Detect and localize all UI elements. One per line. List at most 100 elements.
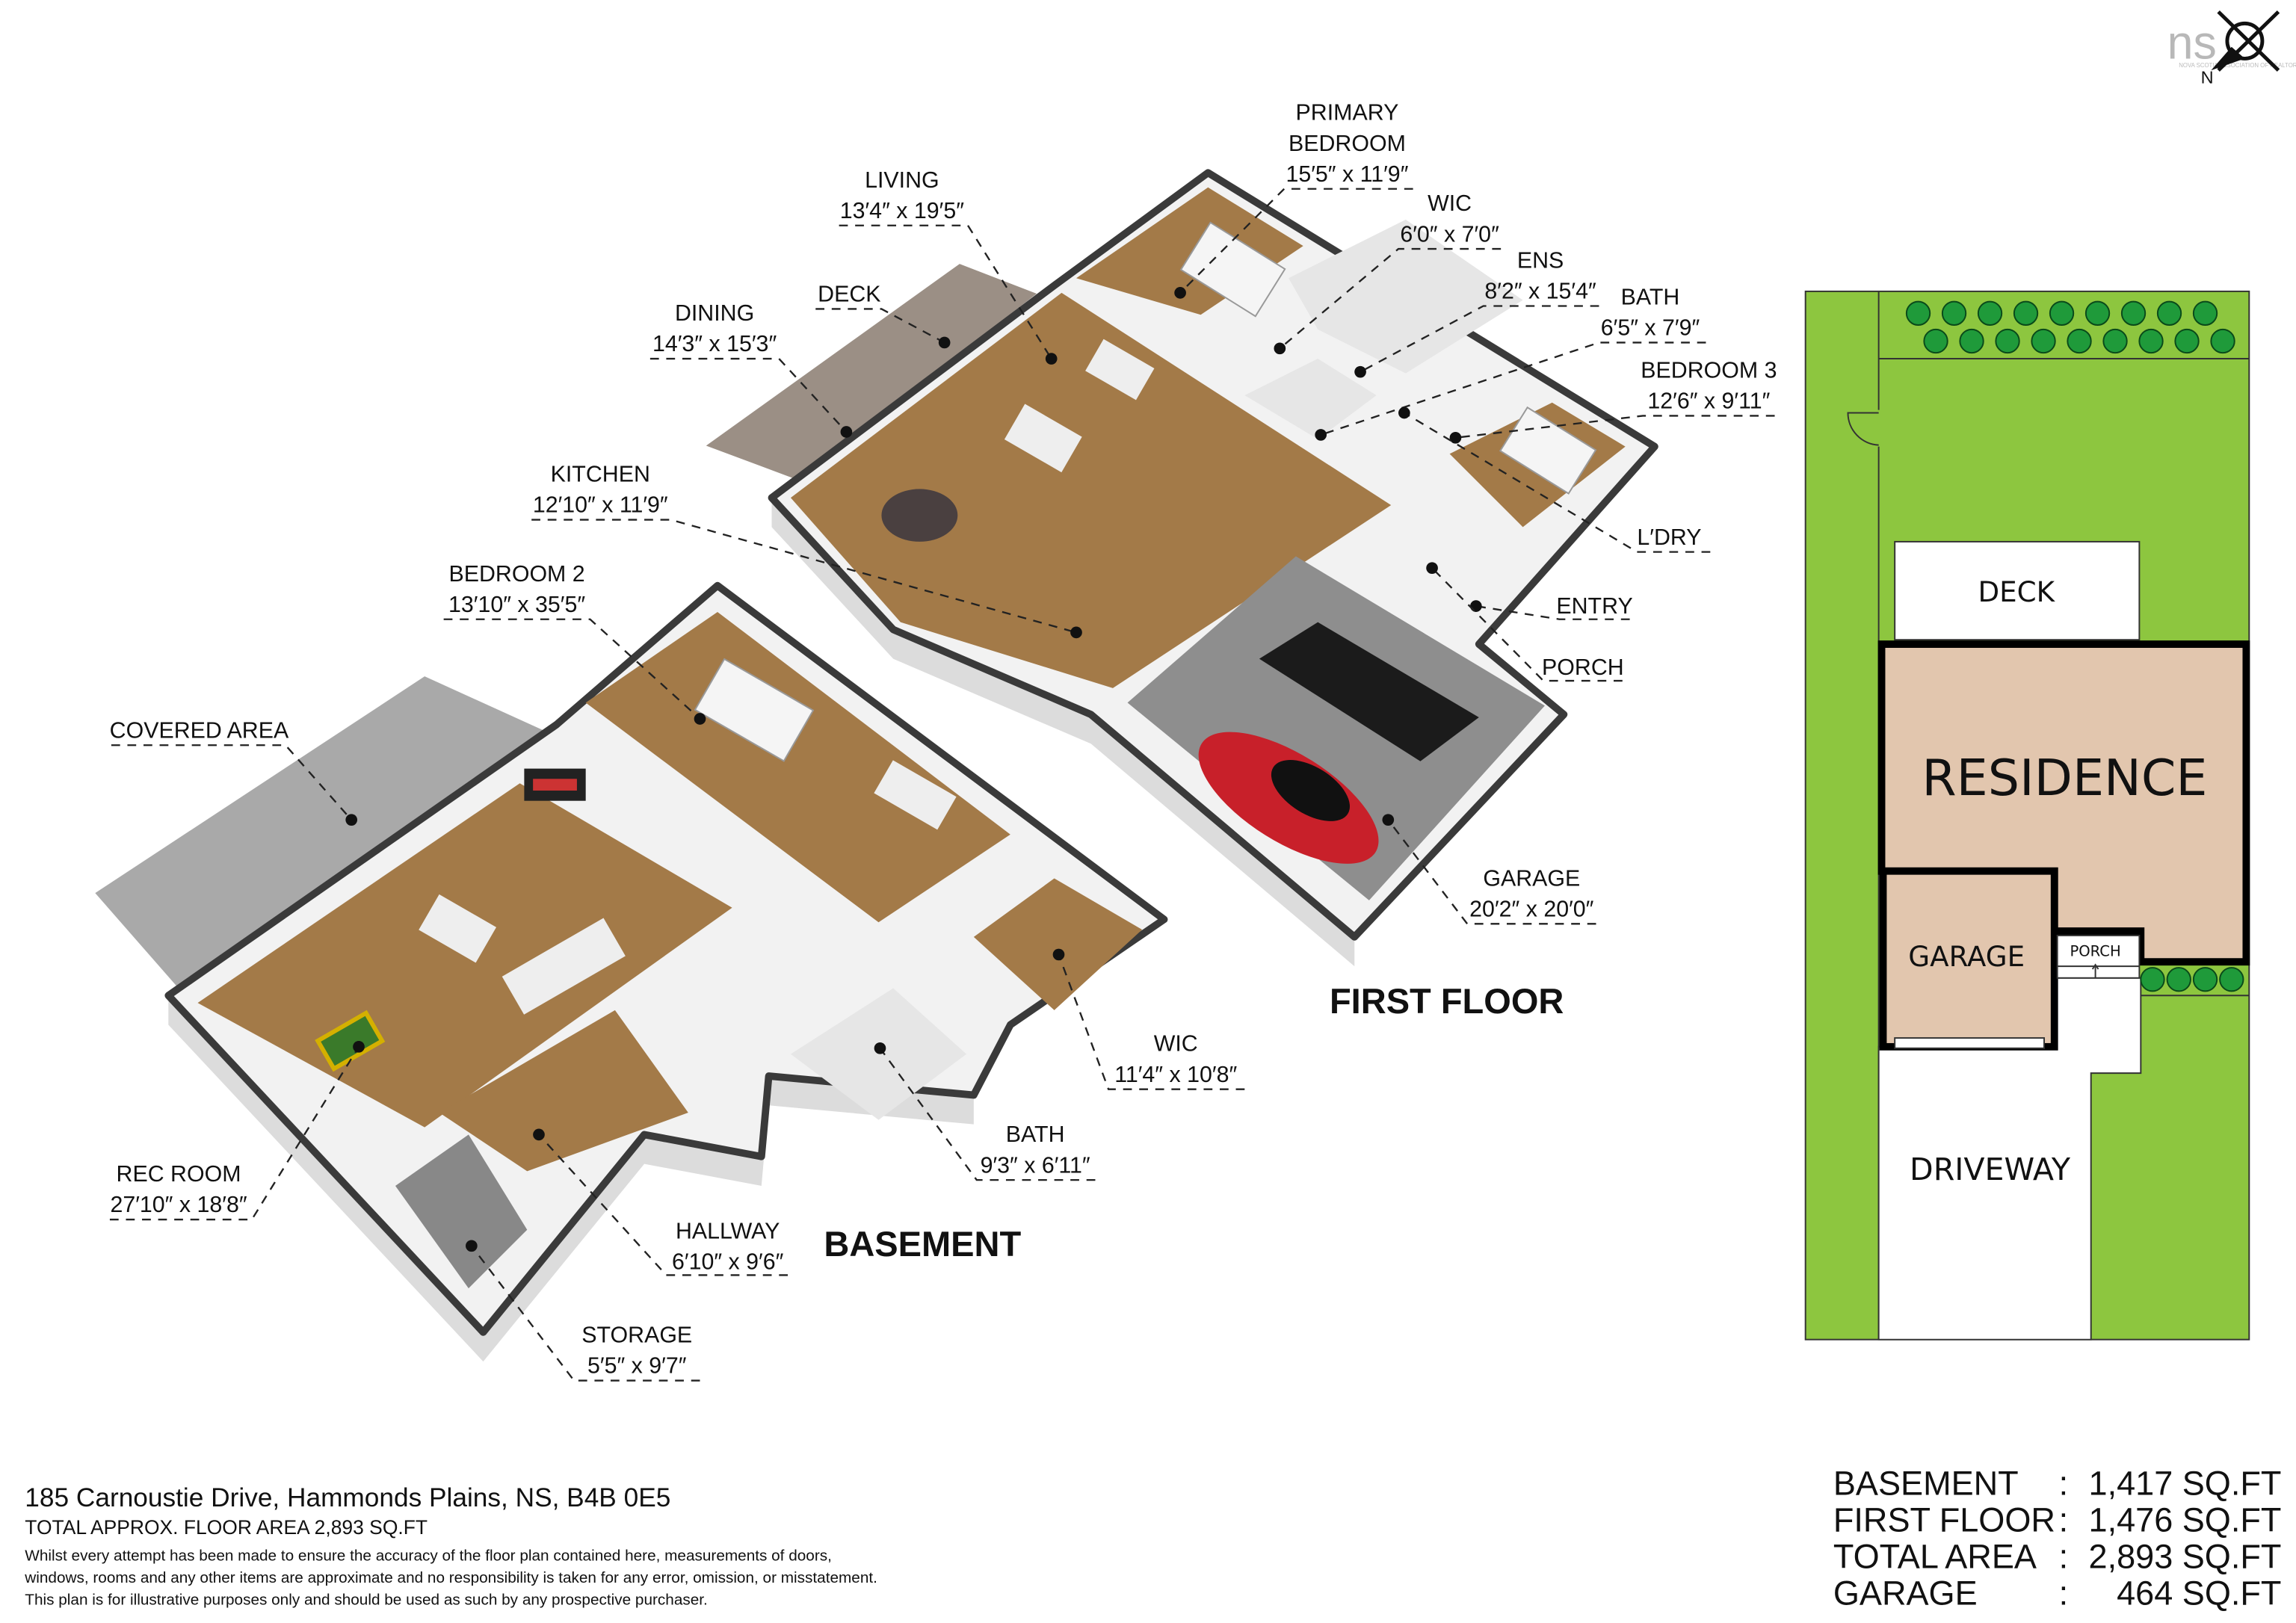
room-name: REC ROOM [117,1162,241,1187]
room-name: ENS [1517,249,1564,273]
bed-icon [694,658,815,762]
room-label-deck: DECK [815,282,951,349]
room-label-basement-wic: WIC 11′4″ x 10′8″ [1052,948,1245,1090]
room-dimensions: 6′10″ x 9′6″ [672,1250,784,1275]
room-name: STORAGE [581,1323,692,1348]
room-dimensions: 5′5″ x 9′7″ [587,1354,687,1379]
tree-icon [2031,328,2056,354]
area-separator: : [2059,1464,2069,1502]
room-name: GARAGE [1483,866,1580,891]
room-name: DECK [818,282,880,307]
site-deck [1894,540,2141,641]
area-label: GARAGE [1833,1574,1978,1612]
tree-icon [1959,328,1984,354]
room-dimensions: 8′2″ x 15′4″ [1484,279,1596,304]
area-separator: : [2059,1500,2069,1539]
area-label: BASEMENT [1833,1464,2019,1502]
room-name: PRIMARY [1296,101,1399,126]
covered-area [95,676,554,1010]
foosball-table-icon [315,1010,386,1072]
room-name: DINING [675,301,754,326]
footer: 185 Carnoustie Drive, Hammonds Plains, N… [24,1483,877,1608]
room-label-living: LIVING 13′4″ x 19′5″ [839,168,1058,365]
tree-icon [2210,328,2235,354]
room-dimensions: 12′6″ x 9′11″ [1647,389,1770,414]
arrow-up-icon [2091,963,2099,978]
room-name: BEDROOM 2 [448,562,584,587]
tree-icon [2013,300,2039,326]
bed-icon [1179,221,1597,495]
area-value: 464 SQ.FT [2117,1574,2281,1612]
room-name: WIC [1428,191,1472,216]
area-separator: : [2059,1537,2069,1575]
room-dimensions: 27′10″ x 18′8″ [110,1193,247,1217]
tree-icon [2174,328,2200,354]
sofa-icon [419,760,957,1015]
room-name: KITCHEN [551,463,650,487]
room-name: WIC [1154,1032,1198,1057]
site-porch [2056,934,2141,979]
tree-row [2140,967,2244,992]
dining-table-icon [881,489,958,542]
tree-icon [2102,328,2128,354]
room-name: BATH [1006,1122,1065,1147]
tree-icon [2156,300,2182,326]
room-label-basement-bath: BATH 9′3″ x 6′11″ [874,1042,1096,1181]
first-floor-plan [694,169,1658,967]
tree-icon [2120,300,2147,326]
room-name: ENTRY [1556,594,1632,619]
area-label: FIRST FLOOR [1833,1500,2055,1539]
site-plan: DECK RESIDENCE GARAGE PORCH DRIVEWAY [1804,290,2250,1341]
tree-icon [2166,967,2191,992]
room-label-ens: ENS 8′2″ x 15′4″ [1354,249,1599,378]
fireplace-icon [524,768,586,801]
site-residence-label: RESIDENCE [1922,749,2207,807]
disclaimer-line: windows, rooms and any other items are a… [24,1569,877,1586]
room-dimensions: 20′2″ x 20′0″ [1469,897,1593,921]
tree-icon [2192,967,2218,992]
logo-subtext: NOVA SCOTIA ASSOCIATION OF REALTORS [2179,62,2296,69]
room-name: HALLWAY [676,1219,780,1243]
tree-icon [1923,328,1948,354]
site-garage-label: GARAGE [1908,940,2025,973]
room-name: LIVING [865,168,939,193]
logo-text: ns [2167,16,2217,69]
area-row: GARAGE : 464 SQ.FT [1833,1574,2282,1612]
room-dimensions: 6′0″ x 7′0″ [1400,222,1499,247]
room-name: BEDROOM [1289,132,1406,156]
car-black-icon [1259,622,1479,761]
north-compass-icon: N [2201,10,2280,87]
car-red-icon [1198,732,1379,864]
room-label-dining: DINING 14′3″ x 15′3″ [649,301,853,438]
total-floor-area: TOTAL APPROX. FLOOR AREA 2,893 SQ.FT [25,1516,428,1539]
disclaimer-line: Whilst every attempt has been made to en… [25,1548,832,1565]
tree-icon [2049,300,2075,326]
room-dimensions: 14′3″ x 15′3″ [652,332,777,356]
tree-icon [2140,967,2165,992]
room-label-covered-area: COVERED AREA [110,718,358,826]
room-label-primary-bedroom: PRIMARY BEDROOM 15′5″ x 11′9″ [1174,101,1413,299]
gate-icon [1847,412,1879,446]
room-label-wic: WIC 6′0″ x 7′0″ [1274,191,1502,355]
area-summary: BASEMENT : 1,417 SQ.FT FIRST FLOOR : 1,4… [1833,1464,2282,1612]
tree-icon [2192,300,2218,326]
tree-icon [1941,300,1967,326]
first-floor-title: FIRST FLOOR [1330,981,1564,1021]
area-row: TOTAL AREA : 2,893 SQ.FT [1833,1537,2282,1575]
realtor-logo: ns NOVA SCOTIA ASSOCIATION OF REALTORS [2167,16,2296,69]
room-dimensions: 6′5″ x 7′9″ [1601,316,1700,341]
room-name: L′DRY [1637,525,1701,550]
area-label: TOTAL AREA [1833,1537,2037,1575]
area-row: BASEMENT : 1,417 SQ.FT [1833,1464,2282,1502]
room-label-laundry: L′DRY [1398,406,1711,553]
room-label-rec-room: REC ROOM 27′10″ x 18′8″ [109,1041,365,1221]
area-row: FIRST FLOOR : 1,476 SQ.FT [1833,1500,2282,1539]
area-value: 1,417 SQ.FT [2089,1464,2282,1502]
room-label-storage: STORAGE 5′5″ x 9′7″ [466,1240,700,1382]
tree-icon [1905,300,1931,326]
tree-icon [2067,328,2092,354]
room-dimensions: 13′4″ x 19′5″ [840,199,964,223]
site-garage [1879,867,2058,1051]
room-label-hallway: HALLWAY 6′10″ x 9′6″ [533,1128,789,1276]
